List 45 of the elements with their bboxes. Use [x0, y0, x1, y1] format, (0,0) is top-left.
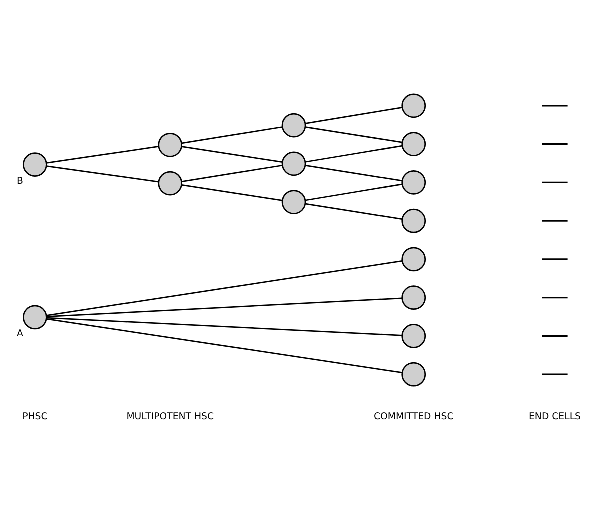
connector [182, 164, 283, 182]
connector [306, 106, 403, 124]
connector [46, 165, 159, 182]
node-circle [402, 132, 426, 156]
label: MULTIPOTENT HSC [126, 411, 214, 422]
connector [306, 126, 402, 143]
connector [306, 164, 402, 182]
node-bar [542, 181, 568, 184]
node-label: A [17, 328, 24, 339]
node-circle [158, 170, 183, 196]
node-circle [22, 152, 48, 176]
node-circle [402, 93, 426, 118]
label: PHSC [22, 411, 48, 422]
node-circle [22, 304, 48, 330]
node-bar [542, 373, 568, 375]
connector [182, 146, 283, 162]
node-circle [402, 362, 426, 386]
node-circle [282, 151, 306, 176]
node-circle [402, 246, 426, 272]
connector [306, 183, 403, 201]
node-label: B [17, 175, 24, 186]
node-circle [158, 132, 183, 157]
connector [306, 202, 402, 220]
label: END CELLS [529, 411, 582, 422]
connector [46, 260, 402, 316]
node-bar [542, 142, 568, 145]
node-circle [402, 170, 426, 194]
connector [182, 126, 283, 144]
node-circle [282, 112, 306, 138]
connector [182, 184, 283, 201]
node-circle [282, 190, 306, 214]
connector [46, 318, 402, 374]
node-circle [402, 324, 426, 348]
node-bar [542, 220, 568, 222]
node-bar [542, 334, 568, 337]
label: COMMITTED HSC [374, 411, 454, 422]
node-bar [542, 258, 568, 260]
node-circle [402, 208, 426, 233]
node-bar [542, 104, 568, 106]
connector [46, 146, 159, 164]
connector [46, 297, 402, 318]
node-bar [542, 296, 568, 298]
node-circle [402, 285, 426, 310]
connector [46, 316, 402, 336]
connector [306, 144, 403, 162]
